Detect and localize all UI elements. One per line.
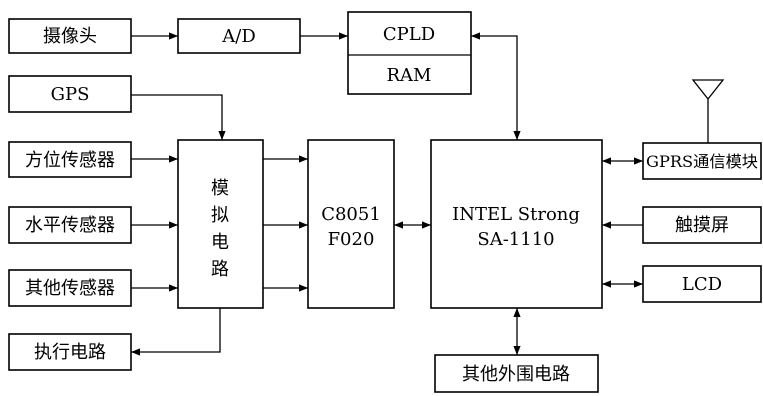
gps-to-analog-arrow (131, 94, 226, 140)
gprs-module-label: GPRS通信模块 (646, 152, 758, 171)
ram-label: RAM (387, 65, 432, 86)
level-sensor-label: 水平传感器 (25, 215, 115, 236)
actuator-circuit-block: 执行电路 (8, 333, 132, 371)
gps-label: GPS (51, 84, 90, 105)
other-peripherals-label: 其他外围电路 (462, 364, 570, 385)
analog-circuit-char-4: 路 (211, 259, 229, 280)
touchscreen-block: 触摸屏 (642, 206, 762, 244)
camera-block: 摄像头 (8, 18, 132, 54)
cpu-label-line1: INTEL Strong (452, 204, 580, 225)
ad-block: A/D (177, 18, 301, 54)
level-sensor-block: 水平传感器 (8, 206, 132, 244)
other-peripherals-block: 其他外围电路 (434, 354, 599, 393)
lcd-label: LCD (682, 274, 722, 295)
actuator-circuit-label: 执行电路 (34, 342, 106, 363)
ad-label: A/D (221, 26, 256, 47)
analog-circuit-char-2: 拟 (211, 205, 229, 226)
other-sensors-block: 其他传感器 (8, 269, 132, 307)
mcu-label-line2: F020 (328, 229, 375, 250)
analog-to-actuator-arrow (131, 308, 221, 356)
cpu-block: INTEL Strong SA-1110 (430, 139, 603, 309)
cpld-ram-block: CPLD RAM (347, 11, 472, 95)
antenna-icon (691, 79, 725, 101)
touchscreen-label: 触摸屏 (675, 215, 729, 236)
gprs-module-block: GPRS通信模块 (642, 142, 762, 180)
analog-circuit-block: 模 拟 电 路 (177, 139, 264, 309)
lcd-block: LCD (642, 265, 762, 303)
mcu-block: C8051 F020 (307, 139, 395, 309)
cpld-cpu-link (471, 32, 521, 140)
other-sensors-label: 其他传感器 (25, 278, 115, 299)
gps-block: GPS (8, 75, 132, 113)
orientation-sensor-block: 方位传感器 (8, 141, 132, 178)
orientation-sensor-label: 方位传感器 (25, 150, 115, 171)
analog-circuit-char-1: 模 (211, 178, 229, 199)
mcu-label-line1: C8051 (321, 204, 381, 225)
cpu-label-line2: SA-1110 (477, 229, 554, 250)
camera-label: 摄像头 (43, 26, 97, 47)
analog-circuit-char-3: 电 (211, 232, 229, 253)
antenna (691, 79, 725, 143)
cpld-label: CPLD (383, 24, 435, 45)
